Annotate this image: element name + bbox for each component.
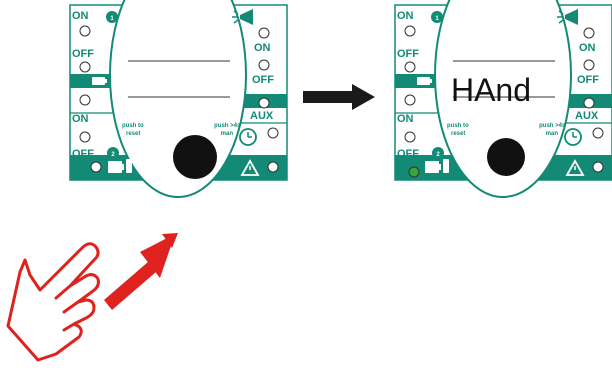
warning-icon	[240, 159, 260, 176]
led-warning	[592, 161, 604, 173]
push-man-label: push >4s man	[539, 123, 567, 137]
badge-1-text: 1	[435, 16, 439, 22]
push-man-label: push >4s man	[214, 123, 242, 137]
led-on-bottom-a	[404, 94, 416, 106]
on-top-label: ON	[397, 10, 414, 22]
reset-knob[interactable]	[487, 138, 525, 176]
press-arrow	[104, 233, 178, 310]
push-reset-label: push to reset	[122, 123, 145, 137]
led-on-right	[583, 27, 595, 39]
panel-after: HAnd ON 1 OFF ON OFF 2 push to reset pus…	[394, 0, 612, 198]
battery-icon	[425, 159, 449, 173]
aux-label: AUX	[250, 110, 274, 122]
badge-1	[106, 11, 118, 23]
on-bottom-label: ON	[397, 113, 414, 125]
led-off-right	[583, 59, 595, 71]
display-text: HAnd	[451, 72, 531, 108]
on-top-label: ON	[72, 10, 89, 22]
led-on-bottom-b	[404, 131, 416, 143]
warning-icon	[565, 159, 585, 176]
on-bottom-label: ON	[72, 113, 89, 125]
off-bottom-label: OFF	[72, 148, 94, 160]
led-aux	[583, 97, 595, 109]
led-on-right	[258, 27, 270, 39]
transition-arrow	[303, 84, 375, 110]
aux-label: AUX	[575, 110, 599, 122]
led-battery	[90, 161, 102, 173]
led-top	[79, 25, 91, 37]
on-right-label: ON	[254, 42, 271, 54]
led-clock	[267, 127, 279, 139]
off-right-label: OFF	[252, 74, 274, 86]
off-bottom-label: OFF	[397, 148, 419, 160]
push-reset-label: push to reset	[447, 123, 470, 137]
lamp-icon	[232, 9, 253, 25]
clock-icon	[239, 128, 257, 146]
led-clock	[592, 127, 604, 139]
led-top	[404, 25, 416, 37]
badge-2	[432, 147, 444, 159]
led-aux	[258, 97, 270, 109]
led-warning	[267, 161, 279, 173]
off-top-label: OFF	[397, 48, 419, 60]
led-off-right	[258, 59, 270, 71]
battery-icon	[92, 77, 107, 85]
led-battery-green	[408, 166, 420, 178]
badge-2-text: 2	[111, 152, 115, 158]
led-on-bottom-b	[79, 131, 91, 143]
badge-2	[107, 147, 119, 159]
led-on-bottom-a	[79, 94, 91, 106]
badge-1-text: 1	[110, 16, 114, 22]
battery-icon	[417, 77, 432, 85]
led-off-top	[404, 61, 416, 73]
hand-pointer-icon	[6, 242, 100, 362]
off-top-label: OFF	[72, 48, 94, 60]
battery-icon	[108, 159, 132, 173]
lamp-icon	[557, 9, 578, 25]
badge-1	[431, 11, 443, 23]
panel-before: ON 1 OFF ON OFF 2 push to reset push >4s…	[69, 0, 288, 198]
on-right-label: ON	[579, 42, 596, 54]
clock-icon	[564, 128, 582, 146]
reset-knob[interactable]	[173, 135, 217, 179]
off-right-label: OFF	[577, 74, 599, 86]
badge-2-text: 2	[436, 152, 440, 158]
led-off-top	[79, 61, 91, 73]
